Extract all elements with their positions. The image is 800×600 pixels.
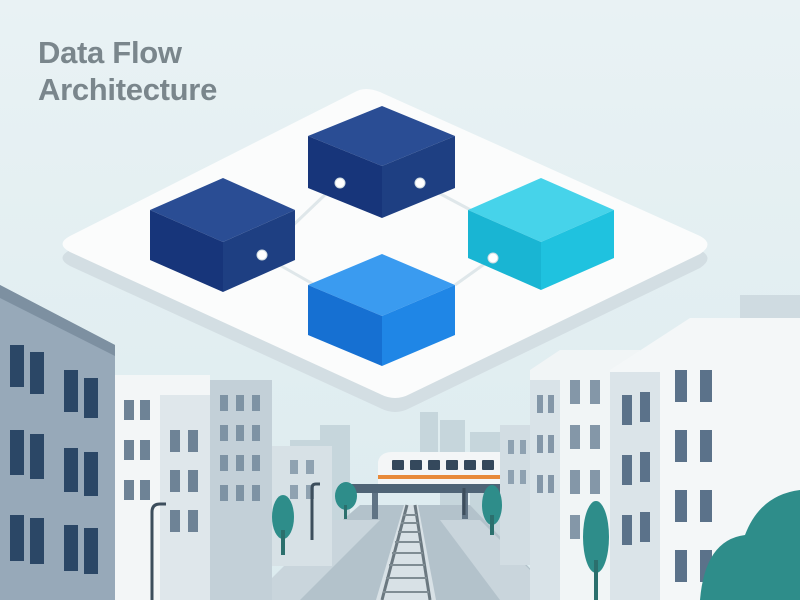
building-left-mid	[115, 375, 210, 600]
title-line-2: Architecture	[38, 72, 218, 107]
block-bottom-center	[308, 254, 455, 366]
rail-ties	[383, 514, 429, 593]
title-line-1: Data Flow	[38, 35, 182, 70]
page-title: Data Flow Architecture	[38, 34, 217, 108]
building-left-back	[210, 380, 332, 600]
block-right	[468, 178, 614, 290]
train-icon	[378, 452, 500, 484]
tree-icon	[272, 482, 800, 600]
block-top-center	[308, 106, 455, 218]
street-lamp-icon	[150, 482, 466, 600]
building-left-front	[0, 285, 115, 600]
elevated-railway	[340, 452, 520, 519]
building-right-back	[500, 425, 532, 565]
connector-node-icon	[256, 177, 499, 264]
